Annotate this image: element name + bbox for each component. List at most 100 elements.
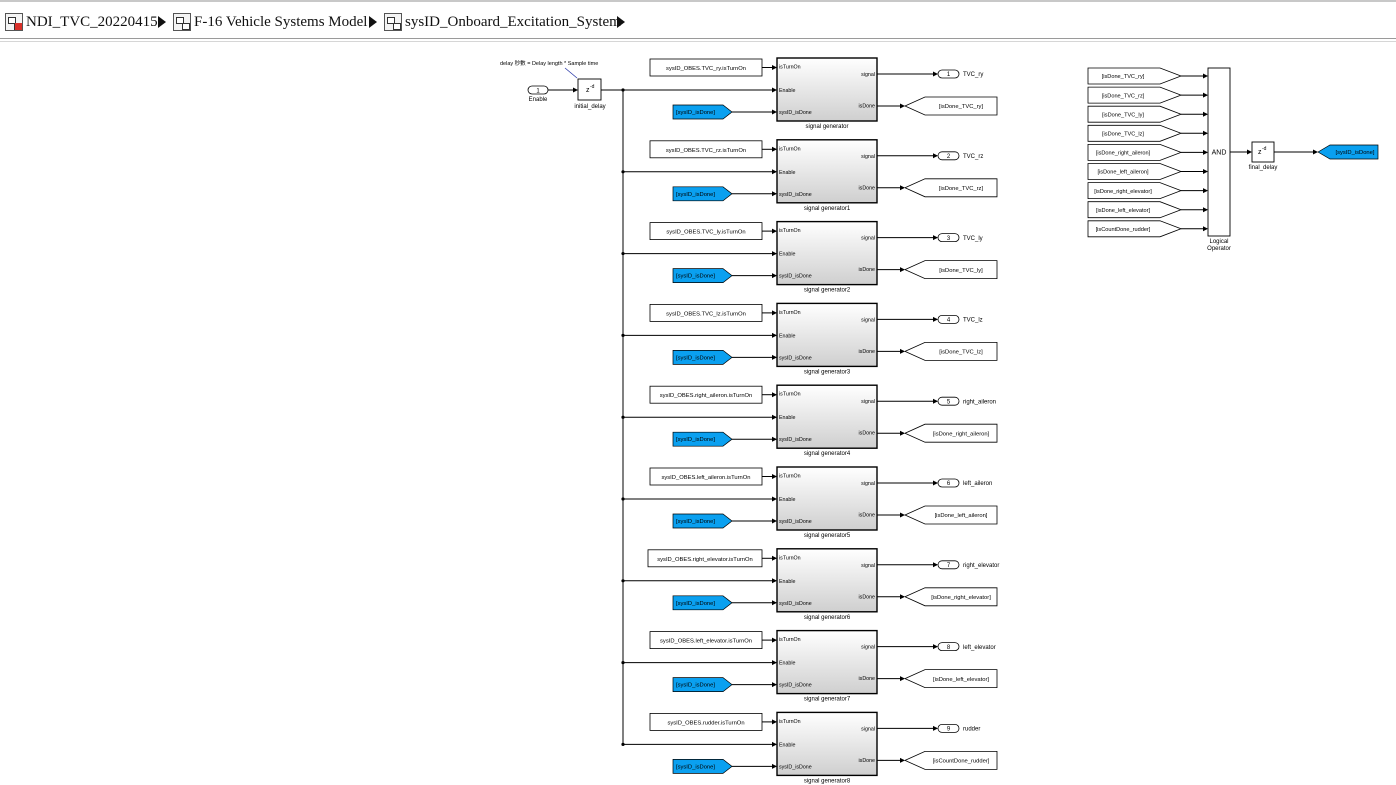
from-tag-block[interactable] [672, 186, 733, 202]
breadcrumb: NDI_TVC_20220415 F-16 Vehicle Systems Mo… [0, 0, 1396, 42]
from-tag-block[interactable] [672, 759, 733, 774]
logic-from-label: [isDone_left_aileron] [1098, 170, 1149, 176]
logic-from-tag[interactable] [1087, 182, 1183, 200]
from-tag-label: [sysID_isDone] [676, 274, 715, 280]
line-arrowhead [772, 392, 777, 398]
outport-block[interactable] [937, 724, 960, 733]
outport-label: left_aileron [963, 481, 992, 487]
signal-generator-group[interactable]: sysID_OBES.right_elevator.isTurnOn[sysID… [621, 548, 999, 621]
logic-from-group[interactable]: [isDone_TVC_lz] [1087, 124, 1208, 142]
breadcrumb-item-model[interactable]: NDI_TVC_20220415 [5, 11, 158, 33]
line-arrowhead [1203, 149, 1208, 155]
final-goto-tag[interactable] [1317, 144, 1379, 160]
signal-generator-block[interactable] [776, 220, 878, 286]
breadcrumb-item-excitation-system[interactable]: sysID_Onboard_Excitation_System [384, 11, 621, 33]
enable-inport-number: 1 [536, 89, 540, 95]
logic-from-tag[interactable] [1087, 124, 1183, 142]
from-tag-block[interactable] [672, 104, 733, 120]
signal-generator-group[interactable]: sysID_OBES.TVC_lz.isTurnOn[sysID_isDone]… [621, 302, 998, 375]
port-label-isdone: isDone [859, 267, 876, 273]
goto-tag-block[interactable] [904, 260, 998, 280]
signal-generator-block[interactable] [776, 384, 878, 449]
from-tag-block[interactable] [672, 268, 733, 283]
goto-tag-label: [isDone_TVC_ry] [939, 104, 984, 110]
line-arrowhead [1247, 149, 1252, 155]
line-arrowhead [772, 741, 777, 747]
signal-generator-group[interactable]: sysID_OBES.TVC_ry.isTurnOn[sysID_isDone]… [621, 57, 998, 130]
logic-from-group[interactable]: [isDone_TVC_rz] [1087, 86, 1208, 104]
final-delay-block[interactable] [1251, 141, 1275, 163]
logic-from-tag[interactable] [1087, 67, 1183, 85]
from-tag-block[interactable] [672, 513, 733, 529]
logic-from-label: [isCountDone_rudder] [1096, 227, 1151, 233]
goto-tag-block[interactable] [904, 96, 998, 116]
outport-block[interactable] [937, 478, 960, 488]
goto-tag-block[interactable] [904, 669, 998, 688]
logic-from-tag[interactable] [1087, 86, 1183, 104]
line-arrowhead [772, 763, 777, 769]
goto-tag-block[interactable] [904, 423, 998, 443]
goto-tag-block[interactable] [904, 505, 998, 525]
port-label-signal: signal [861, 317, 875, 323]
signal-generator-block[interactable] [776, 629, 878, 695]
from-tag-block[interactable] [672, 350, 733, 365]
outport-block[interactable] [937, 314, 960, 324]
signal-generator-block[interactable] [776, 548, 878, 613]
outport-block[interactable] [937, 69, 960, 79]
signal-generator-block[interactable] [776, 302, 878, 368]
line-arrowhead [900, 103, 905, 109]
outport-block[interactable] [937, 642, 960, 651]
logic-from-tag[interactable] [1087, 201, 1183, 219]
port-label-isturnon: isTurnOn [779, 637, 801, 643]
logic-from-tag[interactable] [1087, 163, 1183, 180]
goto-tag-block[interactable] [904, 751, 998, 770]
line-arrowhead [1203, 92, 1208, 98]
breadcrumb-item-vehicle-systems[interactable]: F-16 Vehicle Systems Model [173, 11, 367, 33]
goto-tag-block[interactable] [904, 178, 998, 198]
signal-generator-group[interactable]: sysID_OBES.right_aileron.isTurnOn[sysID_… [621, 384, 998, 457]
port-label-sysid-isdone: sysID_isDone [779, 355, 812, 361]
from-tag-block[interactable] [672, 595, 733, 611]
line-arrowhead [772, 146, 777, 152]
logic-from-group[interactable]: [isDone_TVC_ly] [1087, 105, 1208, 123]
logic-from-group[interactable]: [isDone_right_elevator] [1087, 182, 1208, 200]
line-arrowhead [772, 660, 777, 666]
port-label-isturnon: isTurnOn [779, 146, 801, 152]
goto-tag-label: [isCountDone_rudder] [933, 759, 990, 765]
signal-generator-block[interactable] [776, 466, 878, 531]
port-label-isturnon: isTurnOn [779, 310, 801, 316]
line-arrowhead [772, 436, 777, 442]
outport-block[interactable] [937, 233, 960, 243]
signal-generator-block[interactable] [776, 139, 878, 204]
goto-tag-block[interactable] [904, 587, 998, 607]
outport-block[interactable] [937, 151, 960, 161]
from-tag-label: [sysID_isDone] [676, 355, 715, 361]
logic-from-group[interactable]: [isDone_left_aileron] [1087, 163, 1208, 180]
line-arrowhead [772, 65, 777, 70]
goto-tag-label: [isDone_TVC_ly] [939, 268, 983, 274]
simulink-canvas[interactable]: delay 秒數 = Delay length * Sample time1En… [0, 40, 1396, 785]
port-label-enable: Enable [779, 415, 796, 421]
from-tag-block[interactable] [672, 431, 733, 447]
signal-generator-group[interactable]: sysID_OBES.left_elevator.isTurnOn[sysID_… [621, 629, 998, 703]
logic-from-tag[interactable] [1087, 220, 1183, 238]
logic-from-tag[interactable] [1087, 105, 1183, 123]
logic-from-group[interactable]: [isDone_right_aileron] [1087, 143, 1208, 161]
outport-block[interactable] [937, 560, 960, 570]
goto-tag-block[interactable] [904, 341, 998, 361]
logic-from-group[interactable]: [isCountDone_rudder] [1087, 220, 1208, 238]
goto-tag-label: [isDone_TVC_lz] [939, 350, 983, 356]
logic-from-tag[interactable] [1087, 143, 1183, 161]
signal-generator-group[interactable]: sysID_OBES.rudder.isTurnOn[sysID_isDone]… [621, 711, 998, 784]
outport-block[interactable] [937, 396, 960, 406]
signal-generator-group[interactable]: sysID_OBES.TVC_ly.isTurnOn[sysID_isDone]… [621, 220, 998, 294]
signal-generator-block[interactable] [776, 57, 878, 122]
from-tag-block[interactable] [672, 677, 733, 692]
logic-from-group[interactable]: [isDone_TVC_ry] [1087, 67, 1208, 85]
initial-delay-exponent: -d [590, 84, 595, 90]
signal-generator-block[interactable] [776, 711, 878, 777]
signal-generator-group[interactable]: sysID_OBES.left_aileron.isTurnOn[sysID_i… [621, 466, 998, 539]
signal-generator-group[interactable]: sysID_OBES.TVC_rz.isTurnOn[sysID_isDone]… [621, 139, 998, 212]
outport-label: left_elevator [963, 645, 996, 651]
logic-from-group[interactable]: [isDone_left_elevator] [1087, 201, 1208, 219]
